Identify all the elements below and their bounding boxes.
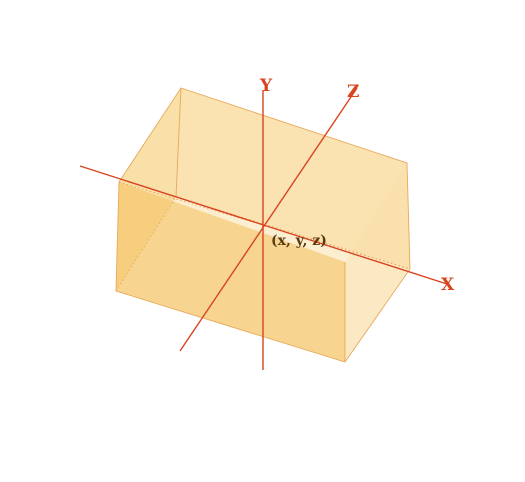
x-axis-label: X — [441, 275, 455, 295]
box-front-face — [116, 182, 345, 362]
z-axis-label: Z — [347, 82, 359, 102]
point-coordinates-label: (x, y, z) — [271, 233, 327, 249]
box-edge-diagonal-hidden — [118, 181, 411, 270]
y-axis-label: Y — [259, 76, 273, 96]
box-edge-hidden — [115, 196, 411, 292]
z-axis-line — [179, 87, 358, 352]
box-edge-back-vertical — [175, 87, 182, 198]
box-right-face — [345, 163, 410, 362]
